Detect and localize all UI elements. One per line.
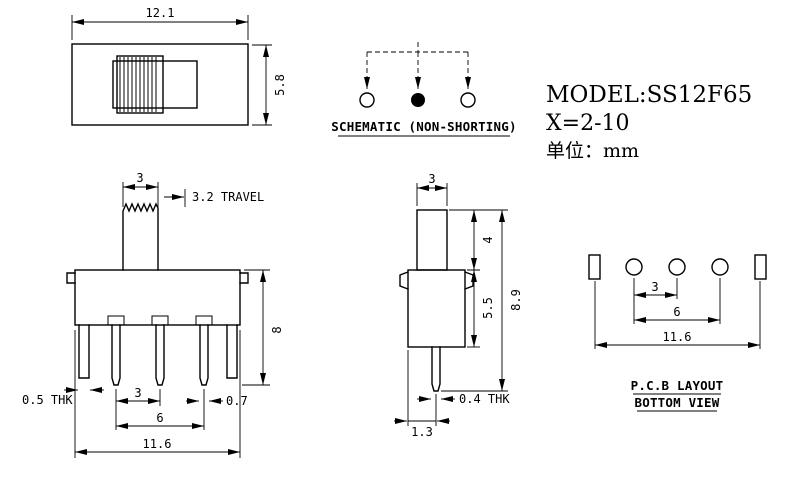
pcb-right-pad — [754, 254, 767, 280]
front-knob-outline — [122, 202, 159, 271]
pcb-dim-total: 11.6 — [663, 330, 692, 344]
x-range-text: X=2-10 — [546, 111, 630, 136]
front-view: 3 3.2 TRAVEL 8 0.5 THK 3 6 0.7 — [22, 171, 284, 458]
model-text: MODEL:SS12F65 — [546, 82, 752, 108]
pcb-dim-span: 6 — [673, 305, 680, 319]
front-dim-total-width: 11.6 — [143, 437, 172, 451]
front-dim-knob-width: 3 — [136, 171, 143, 185]
unit-text: 单位：mm — [546, 140, 639, 162]
top-view: 12.1 5.8 — [71, 6, 287, 126]
knob-hatch-lines — [119, 57, 157, 112]
front-view-dimensions: 3 3.2 TRAVEL 8 0.5 THK 3 6 0.7 — [22, 171, 284, 458]
side-dim-pin-thickness: 0.4 THK — [459, 392, 510, 406]
top-view-outline — [71, 43, 249, 126]
side-dim-total-height: 8.9 — [509, 289, 523, 311]
terminal-common-icon — [411, 93, 425, 107]
terminal-1-icon — [359, 92, 375, 108]
front-dim-pin-span: 6 — [156, 411, 163, 425]
pcb-dim-pitch: 3 — [651, 280, 658, 294]
top-view-dimensions: 12.1 5.8 — [71, 6, 287, 126]
front-pin-3 — [199, 324, 209, 386]
side-dim-body-height: 5.5 — [481, 297, 495, 319]
front-dim-thickness: 0.5 THK — [22, 393, 73, 407]
pcb-caption-line1: P.C.B LAYOUT — [631, 378, 724, 393]
side-dim-knob-width: 3 — [428, 172, 435, 186]
terminal-3-icon — [460, 92, 476, 108]
title-block: MODEL:SS12F65 X=2-10 单位：mm — [546, 82, 752, 162]
front-dim-pin-width: 0.7 — [226, 394, 248, 408]
front-view-outline — [66, 202, 249, 386]
side-view: 3 4 5.5 8.9 0.4 THK 1.3 — [394, 172, 523, 439]
front-dim-height: 8 — [270, 326, 284, 333]
front-pin-2 — [155, 324, 165, 386]
front-dim-travel: 3.2 TRAVEL — [192, 190, 264, 204]
front-dim-pin-pitch: 3 — [134, 386, 141, 400]
side-view-dimensions: 3 4 5.5 8.9 0.4 THK 1.3 — [394, 172, 523, 439]
pcb-layout-pads — [588, 254, 767, 280]
pcb-layout: 3 6 11.6 P.C.B LAYOUT BOTTOM VIEW — [588, 254, 767, 412]
pcb-layout-dimensions: 3 6 11.6 — [594, 278, 761, 349]
front-left-lug — [78, 324, 90, 379]
pcb-caption-line2: BOTTOM VIEW — [635, 395, 720, 410]
schematic: SCHEMATIC (NON-SHORTING) — [331, 42, 517, 137]
pcb-hole-2 — [668, 258, 686, 276]
schematic-circuit — [359, 42, 476, 108]
schematic-caption: SCHEMATIC (NON-SHORTING) — [331, 119, 516, 134]
top-view-dim-height: 5.8 — [273, 74, 287, 96]
top-view-dim-width: 12.1 — [146, 6, 175, 20]
pcb-hole-3 — [711, 258, 729, 276]
pcb-left-pad — [588, 254, 601, 280]
side-pin — [431, 346, 441, 392]
front-right-lug — [226, 324, 238, 379]
side-dim-knob-height: 4 — [481, 236, 495, 243]
pcb-hole-1 — [625, 258, 643, 276]
side-view-outline — [399, 209, 474, 392]
front-pin-1 — [111, 324, 121, 386]
side-dim-pin-offset: 1.3 — [411, 425, 433, 439]
